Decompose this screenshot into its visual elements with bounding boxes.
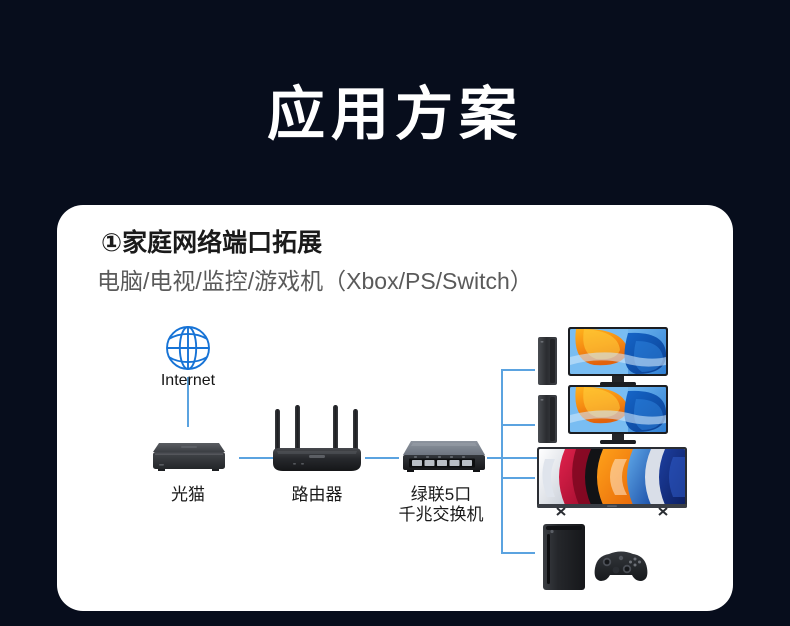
card-heading: ①家庭网络端口拓展 [101,229,323,257]
device-television [535,445,695,517]
node-modem-label: 光猫 [171,485,205,504]
link-trunk-tv [501,477,535,479]
link-trunk-pc2 [501,424,535,426]
node-router-label: 路由器 [291,485,343,504]
node-switch-label-line1: 绿联5口 [410,485,472,504]
device-desktop-pc-1 [532,325,682,387]
node-switch: 绿联5口 千兆交换机 [383,433,499,524]
link-trunk-pc1 [501,369,535,371]
router-icon [257,403,377,481]
network-topology-diagram: Internet [57,205,733,611]
link-internet-modem [187,377,189,427]
link-router-switch [365,457,399,459]
node-switch-label: 绿联5口 千兆交换机 [383,485,499,524]
link-modem-router [239,457,273,459]
modem-icon [139,433,237,481]
device-game-console [535,520,685,592]
globe-icon [143,325,233,370]
node-modem: 光猫 [139,433,237,505]
link-switch-trunk [487,457,537,459]
node-internet-label: Internet [160,372,216,389]
distribution-trunk-line [501,369,503,553]
node-internet: Internet [143,325,233,390]
page-title: 应用方案 [266,82,523,147]
application-case-card: ①家庭网络端口拓展 电脑/电视/监控/游戏机（Xbox/PS/Switch） [57,205,733,611]
node-router: 路由器 [257,403,377,505]
television-icon [535,445,695,517]
switch-icon [383,433,499,481]
device-desktop-pc-2 [532,383,682,445]
link-trunk-xbox [501,552,535,554]
game-console-icon [535,520,685,592]
node-switch-label-line2: 千兆交换机 [398,504,484,524]
desktop-pc-icon [532,325,682,387]
desktop-pc-icon [532,383,682,445]
card-subtitle: 电脑/电视/监控/游戏机（Xbox/PS/Switch） [97,268,533,294]
